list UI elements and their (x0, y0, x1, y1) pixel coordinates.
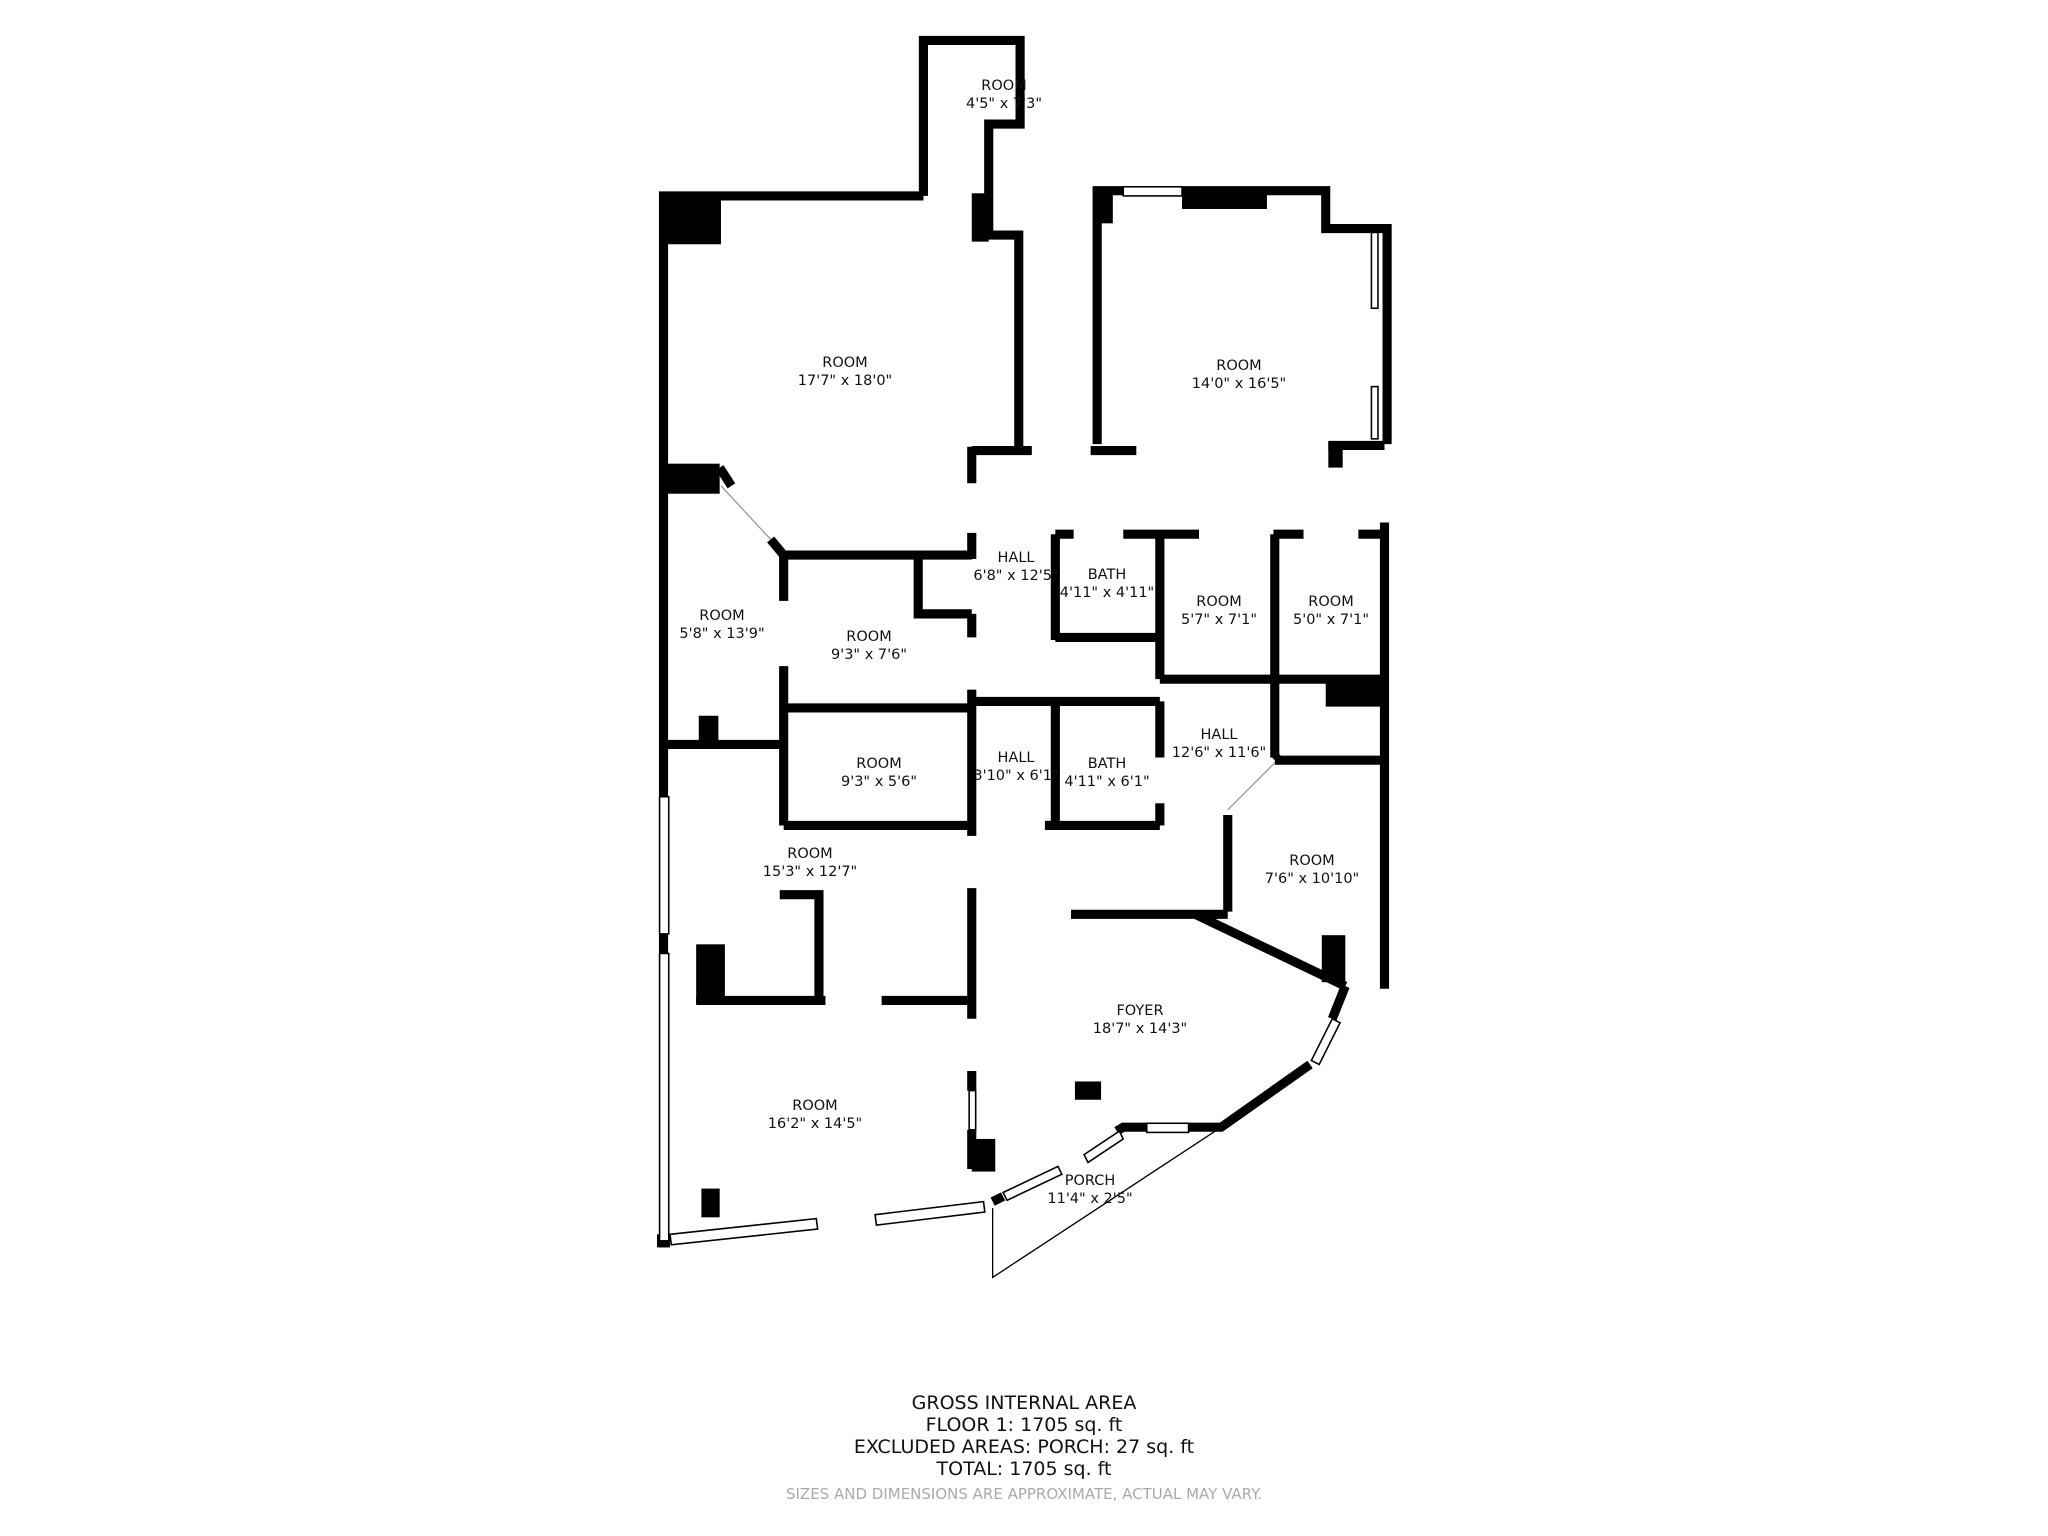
room-label: ROOM 4'5" x 7'3" (966, 77, 1042, 113)
porch-label: PORCH 11'4" x 2'5" (1047, 1172, 1132, 1208)
room-name: ROOM (792, 1098, 838, 1114)
room-name: ROOM (1308, 594, 1354, 610)
bath-label: BATH 4'11" x 6'1" (1064, 755, 1149, 791)
room-size: 18'7" x 14'3" (1092, 1021, 1188, 1037)
area-summary: GROSS INTERNAL AREA FLOOR 1: 1705 sq. ft… (0, 1392, 2048, 1505)
room-label: ROOM 5'7" x 7'1" (1181, 593, 1257, 629)
disclaimer: SIZES AND DIMENSIONS ARE APPROXIMATE, AC… (785, 1485, 1262, 1503)
room-label: ROOM 16'2" x 14'5" (768, 1097, 862, 1133)
room-size: 5'8" x 13'9" (679, 626, 765, 642)
bath-label: BATH 4'11" x 4'11" (1060, 566, 1154, 602)
room-name: FOYER (1116, 1003, 1164, 1019)
diagonals (715, 465, 1284, 1206)
room-size: 16'2" x 14'5" (767, 1116, 863, 1132)
hall-label: HALL 3'10" x 6'1" (973, 749, 1058, 785)
room-name: ROOM (856, 756, 902, 772)
windows (658, 185, 1379, 1246)
room-name: BATH (1087, 567, 1127, 583)
summary-excluded: EXCLUDED AREAS: PORCH: 27 sq. ft (853, 1436, 1195, 1458)
wall-blocks (656, 190, 1385, 1248)
room-name: ROOM (1289, 853, 1335, 869)
room-label: ROOM 9'3" x 5'6" (841, 755, 917, 791)
room-size: 9'3" x 5'6" (840, 774, 918, 790)
room-name: ROOM (822, 355, 868, 371)
room-size: 14'0" x 16'5" (1191, 376, 1287, 392)
walls (658, 35, 1392, 1248)
porch-outline (720, 485, 1276, 1279)
room-size: 15'3" x 12'7" (762, 864, 858, 880)
room-size: 12'6" x 11'6" (1171, 745, 1267, 761)
room-name: BATH (1087, 756, 1127, 772)
room-label: ROOM 15'3" x 12'7" (763, 845, 857, 881)
summary-floor: FLOOR 1: 1705 sq. ft (925, 1414, 1123, 1436)
summary-title: GROSS INTERNAL AREA (911, 1392, 1137, 1414)
room-size: 5'7" x 7'1" (1180, 612, 1258, 628)
room-size: 4'11" x 6'1" (1064, 774, 1150, 790)
room-size: 9'3" x 7'6" (830, 647, 908, 663)
room-size: 17'7" x 18'0" (797, 373, 893, 389)
room-name: ROOM (981, 78, 1027, 94)
room-label: ROOM 14'0" x 16'5" (1192, 357, 1286, 393)
room-name: ROOM (1196, 594, 1242, 610)
foyer-label: FOYER 18'7" x 14'3" (1093, 1002, 1187, 1038)
room-label: ROOM 5'8" x 13'9" (679, 607, 764, 643)
room-name: ROOM (846, 629, 892, 645)
room-name: PORCH (1064, 1173, 1116, 1189)
room-name: ROOM (699, 608, 745, 624)
room-size: 4'11" x 4'11" (1059, 585, 1155, 601)
room-name: HALL (997, 750, 1035, 766)
summary-total: TOTAL: 1705 sq. ft (936, 1458, 1112, 1480)
room-label: ROOM 5'0" x 7'1" (1293, 593, 1369, 629)
room-label: ROOM 17'7" x 18'0" (798, 354, 892, 390)
room-label: ROOM 9'3" x 7'6" (831, 628, 907, 664)
hall-label: HALL 6'8" x 12'5" (973, 549, 1058, 585)
room-size: 3'10" x 6'1" (973, 768, 1059, 784)
room-name: HALL (997, 550, 1035, 566)
room-size: 4'5" x 7'3" (965, 96, 1043, 112)
room-name: ROOM (1216, 358, 1262, 374)
hall-label: HALL 12'6" x 11'6" (1172, 726, 1266, 762)
room-size: 7'6" x 10'10" (1264, 871, 1360, 887)
room-name: HALL (1200, 727, 1238, 743)
room-size: 6'8" x 12'5" (973, 568, 1059, 584)
room-name: ROOM (787, 846, 833, 862)
room-size: 11'4" x 2'5" (1047, 1191, 1133, 1207)
room-size: 5'0" x 7'1" (1292, 612, 1370, 628)
room-label: ROOM 7'6" x 10'10" (1265, 852, 1359, 888)
